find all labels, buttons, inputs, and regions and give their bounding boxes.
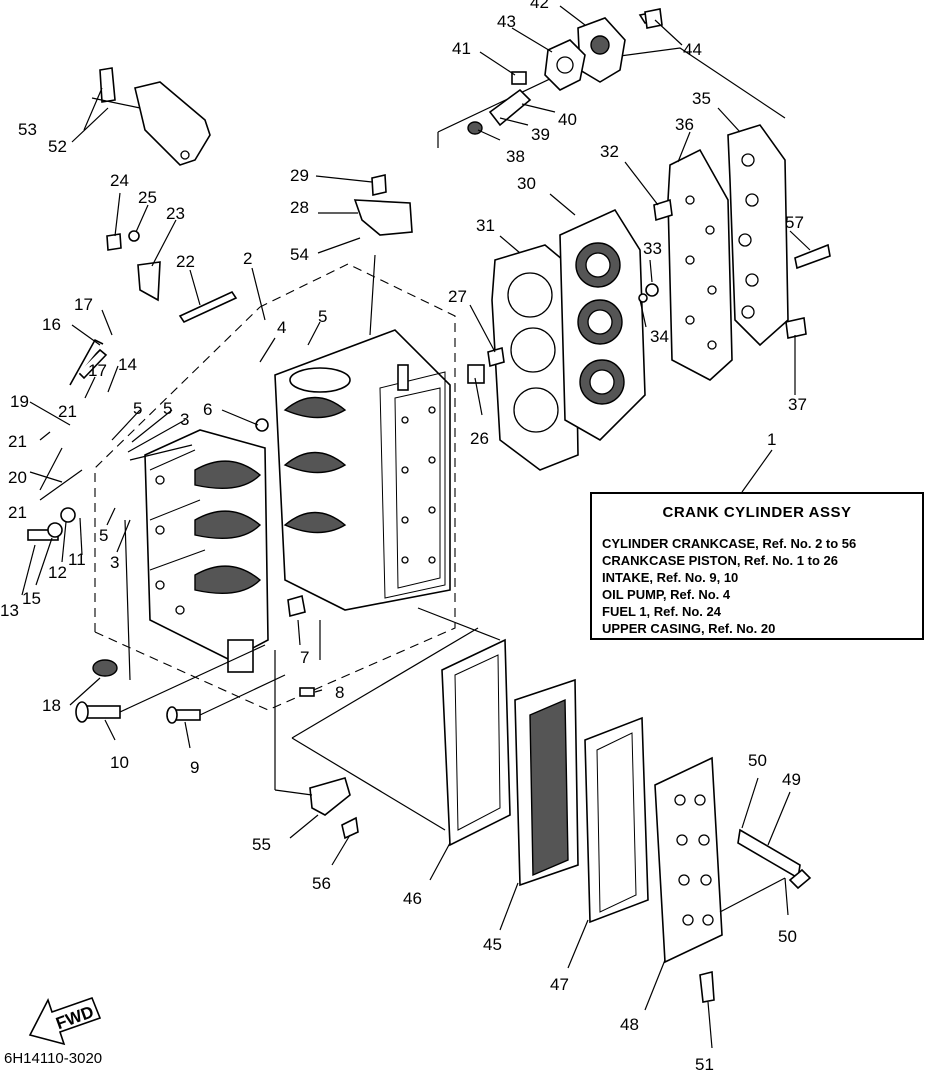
callout-46: 46 [403, 889, 422, 908]
callout-34: 34 [650, 327, 669, 346]
callout-45: 45 [483, 935, 502, 954]
callout-3a: 3 [180, 410, 189, 429]
upper-bracket-part [99, 67, 485, 816]
callout-5d: 5 [99, 526, 108, 545]
info-line: UPPER CASING, Ref. No. 20 [602, 621, 776, 636]
callout-30: 30 [517, 174, 536, 193]
callout-6: 6 [203, 400, 212, 419]
callout-49: 49 [782, 770, 801, 789]
callout-24: 24 [110, 171, 129, 190]
callout-11: 11 [68, 550, 86, 569]
callout-38: 38 [506, 147, 525, 166]
info-line: FUEL 1, Ref. No. 24 [602, 604, 721, 619]
callout-42: 42 [530, 0, 549, 12]
callout-15: 15 [22, 589, 41, 608]
callout-14: 14 [118, 355, 137, 374]
leader-lines [21, 5, 811, 1049]
cover-gasket-part [667, 148, 733, 381]
info-line: OIL PUMP, Ref. No. 4 [602, 587, 731, 602]
cylinder-head-part [559, 208, 646, 441]
callout-55: 55 [252, 835, 271, 854]
callout-19: 19 [10, 392, 29, 411]
info-box-title: CRANK CYLINDER ASSY [662, 504, 852, 521]
callout-16: 16 [42, 315, 61, 334]
callout-13: 13 [0, 601, 19, 620]
head-cover-part [727, 124, 789, 347]
callout-20: 20 [8, 468, 27, 487]
callout-47: 47 [550, 975, 569, 994]
callout-23: 23 [166, 204, 185, 223]
callout-5c: 5 [163, 399, 172, 418]
callout-12: 12 [48, 563, 67, 582]
callout-50b: 50 [778, 927, 797, 946]
callout-54: 54 [290, 245, 309, 264]
callout-33: 33 [643, 239, 662, 258]
callout-5b: 5 [133, 399, 142, 418]
callout-9: 9 [190, 758, 199, 777]
callout-2: 2 [243, 249, 252, 268]
callout-44: 44 [683, 40, 702, 59]
callout-7: 7 [300, 648, 309, 667]
callout-53: 53 [18, 120, 37, 139]
callout-5a: 5 [318, 307, 327, 326]
callout-31: 31 [476, 216, 495, 235]
callout-8: 8 [335, 683, 344, 702]
callout-50a: 50 [748, 751, 767, 770]
thermostat-cover-part [467, 11, 662, 135]
fwd-arrow-icon: FWD [28, 996, 102, 1046]
callout-22: 22 [176, 252, 195, 271]
cylinder-block-part [274, 329, 451, 611]
callout-41: 41 [452, 39, 471, 58]
callout-35: 35 [692, 89, 711, 108]
callout-51: 51 [695, 1055, 714, 1071]
head-gasket-part [491, 244, 579, 471]
callout-36: 36 [675, 115, 694, 134]
callout-18: 18 [42, 696, 61, 715]
callout-40: 40 [558, 110, 577, 129]
callout-27: 27 [448, 287, 467, 306]
callout-25: 25 [138, 188, 157, 207]
info-line: CRANKCASE PISTON, Ref. No. 1 to 26 [602, 553, 838, 568]
callout-37: 37 [788, 395, 807, 414]
callout-43: 43 [497, 12, 516, 31]
callout-21c: 21 [8, 503, 27, 522]
callout-39: 39 [531, 125, 550, 144]
water-pipe-part [737, 828, 812, 890]
callout-numbers: 1 2 3 3 4 5 5 5 5 6 7 8 9 10 11 12 13 14… [0, 0, 807, 1071]
crankcase-part [144, 429, 269, 673]
bolts-and-fasteners [27, 8, 831, 1003]
assembly-info-box: CRANK CYLINDER ASSY CYLINDER CRANKCASE, … [590, 492, 924, 640]
callout-3b: 3 [110, 553, 119, 572]
callout-17a: 17 [74, 295, 93, 314]
callout-1: 1 [767, 430, 776, 449]
exhaust-plates-part [441, 638, 723, 964]
callout-28: 28 [290, 198, 309, 217]
callout-21a: 21 [58, 402, 77, 421]
callout-21b: 21 [8, 432, 27, 451]
callout-32: 32 [600, 142, 619, 161]
callout-57: 57 [785, 213, 804, 232]
callout-52: 52 [48, 137, 67, 156]
callout-26: 26 [470, 429, 489, 448]
callout-10: 10 [110, 753, 129, 772]
info-line: INTAKE, Ref. No. 9, 10 [602, 570, 739, 585]
callout-56: 56 [312, 874, 331, 893]
drawing-code: 6H14110-3020 [4, 1050, 103, 1067]
callout-48: 48 [620, 1015, 639, 1034]
info-line: CYLINDER CRANKCASE, Ref. No. 2 to 56 [602, 536, 857, 551]
fwd-label: FWD [53, 1002, 96, 1033]
callout-4: 4 [277, 318, 286, 337]
callout-29: 29 [290, 166, 309, 185]
callout-17b: 17 [88, 361, 107, 380]
